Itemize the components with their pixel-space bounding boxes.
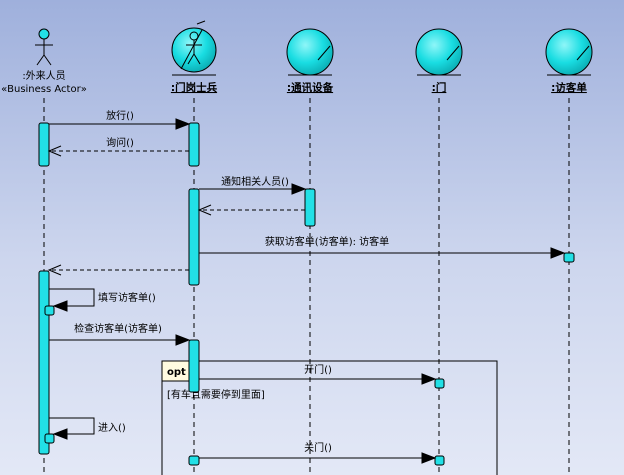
message-ask[interactable] [47, 145, 189, 157]
message-fill-form[interactable] [49, 288, 95, 312]
participant-name: :通讯设备 [287, 81, 334, 94]
message-notify-return[interactable] [197, 204, 305, 216]
message-label: 关门() [304, 441, 332, 454]
message-label: 询问() [106, 136, 134, 149]
activation-bar [188, 188, 200, 286]
message-label: 进入() [98, 422, 126, 434]
message-label: 填写访客单() [98, 291, 156, 304]
activation-bar [44, 433, 55, 444]
fragment-guard: [有车且需要停到里面] [167, 388, 265, 401]
message-get-form-return[interactable] [47, 264, 189, 276]
message-enter[interactable] [49, 417, 95, 440]
participant-name: :访客单 [551, 81, 587, 94]
activations [38, 122, 575, 466]
fragment-operator: opt [167, 367, 186, 378]
activation-bar [38, 122, 50, 167]
business-entity-icon [415, 28, 463, 76]
messages [47, 118, 566, 464]
message-release[interactable] [49, 118, 191, 130]
participant-visitor-form[interactable]: :访客单 [545, 28, 593, 94]
message-close-door[interactable] [199, 452, 437, 464]
message-label: 放行() [106, 109, 134, 122]
activation-bar [188, 122, 200, 167]
participant-name: :门岗士兵 [171, 81, 218, 94]
actor-icon [35, 28, 53, 66]
message-labels: 放行() 询问() 通知相关人员() 获取访客单(访客单): 访客单 填写访客单… [74, 109, 389, 454]
participant-stereotype: «Business Actor» [1, 84, 87, 95]
participant-name: :外来人员 [22, 70, 65, 82]
business-worker-icon [171, 20, 217, 76]
message-open-door[interactable] [199, 373, 437, 385]
activation-bar [188, 455, 200, 466]
business-entity-icon [286, 28, 334, 76]
activation-bar [44, 305, 55, 316]
activation-bar [38, 270, 50, 455]
message-get-form[interactable] [199, 247, 566, 259]
fragment-frame [161, 360, 498, 475]
activation-bar [434, 378, 445, 389]
message-label: 开门() [304, 363, 332, 376]
activation-bar [434, 455, 445, 466]
participant-door[interactable]: :门 [415, 28, 463, 94]
activation-bar [563, 252, 575, 263]
participant-gate-soldier[interactable]: :门岗士兵 [171, 20, 218, 94]
message-label: 通知相关人员() [221, 175, 289, 188]
participant-outsider[interactable]: :外来人员 «Business Actor» [1, 28, 87, 95]
activation-bar [188, 339, 200, 393]
message-label: 检查访客单(访客单) [74, 322, 162, 335]
participant-name: :门 [432, 81, 447, 94]
message-notify[interactable] [199, 183, 307, 195]
business-entity-icon [545, 28, 593, 76]
activation-bar [304, 188, 316, 227]
message-label: 获取访客单(访客单): 访客单 [265, 235, 389, 248]
message-check-form[interactable] [49, 334, 191, 346]
lifelines [43, 98, 570, 475]
participant-comm-device[interactable]: :通讯设备 [286, 28, 334, 94]
